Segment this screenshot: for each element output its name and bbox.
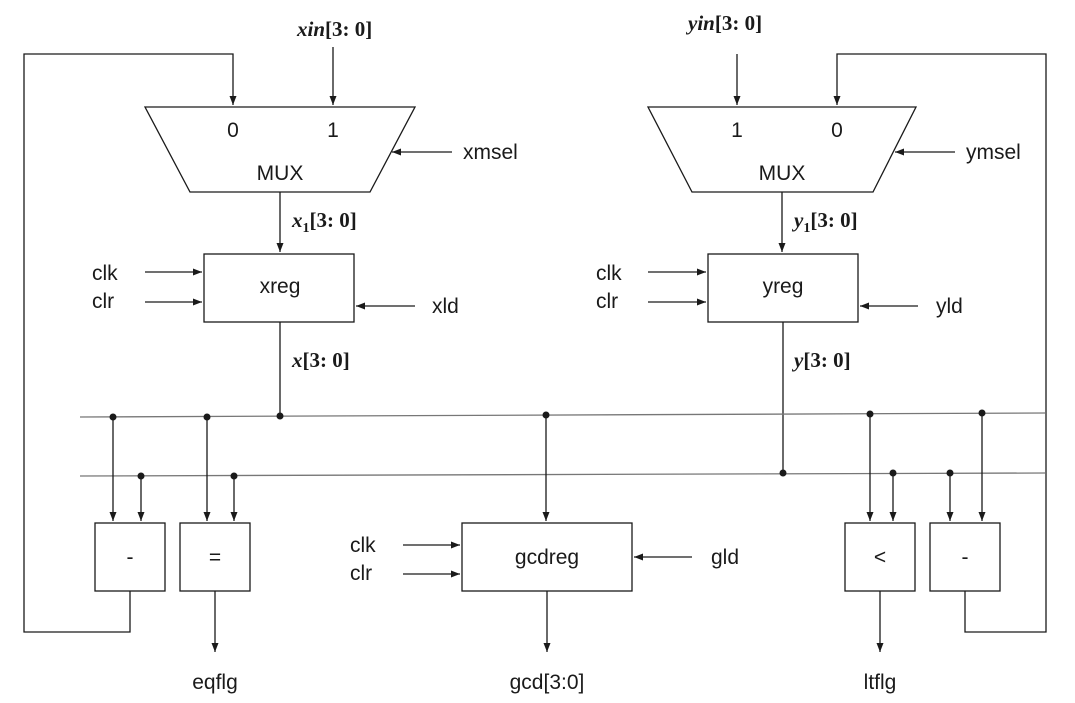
eqflg-label: eqflg [192, 671, 238, 694]
x-bus [79, 412, 1046, 418]
mux-right-port-0: 0 [831, 119, 843, 142]
ymsel-label: ymsel [966, 141, 1021, 164]
gcdreg-clr-label: clr [350, 562, 372, 585]
y-bus [79, 472, 1046, 477]
mux-left-port-0: 0 [227, 119, 239, 142]
gcdreg-box [461, 522, 633, 592]
equal-box [179, 522, 251, 592]
feedback-right-wire [833, 53, 1047, 633]
yin-label: yin[3: 0] [685, 11, 762, 35]
less-than-symbol: < [874, 546, 886, 569]
x-label: x[3: 0] [291, 348, 350, 372]
gcd-label: gcd[3:0] [510, 671, 585, 694]
mux-right [646, 106, 918, 193]
xreg-clr-label: clr [92, 290, 114, 313]
mux-left-label: MUX [257, 162, 304, 185]
y-label: y[3: 0] [791, 348, 851, 372]
xld-label: xld [432, 295, 459, 318]
yld-label: yld [936, 295, 963, 318]
mux-right-port-1: 1 [731, 119, 743, 142]
gld-label: gld [711, 546, 739, 569]
mux-left-port-1: 1 [327, 119, 339, 142]
xreg-clk-label: clk [92, 262, 118, 285]
subtract-right-symbol: - [962, 546, 969, 569]
equal-symbol: = [209, 546, 221, 569]
y1-label: y1[3: 0] [791, 208, 858, 236]
subtract-right-box [929, 522, 1001, 592]
gcdreg-clk-label: clk [350, 534, 376, 557]
yreg-clr-label: clr [596, 290, 618, 313]
xmsel-label: xmsel [463, 141, 518, 164]
junction-dot [276, 412, 284, 420]
mux-right-label: MUX [759, 162, 806, 185]
mux-left [143, 106, 417, 193]
gcdreg-label: gcdreg [515, 546, 579, 569]
yreg-label: yreg [763, 275, 804, 298]
ltflg-label: ltflg [864, 671, 897, 694]
xreg-label: xreg [260, 275, 301, 298]
yreg-clk-label: clk [596, 262, 622, 285]
feedback-left-wire [23, 53, 237, 633]
subtract-left-symbol: - [127, 546, 134, 569]
junction-dot [779, 469, 787, 477]
xreg-box [203, 253, 355, 323]
x1-label: x1[3: 0] [291, 208, 357, 236]
xin-label: xin[3: 0] [296, 17, 372, 41]
